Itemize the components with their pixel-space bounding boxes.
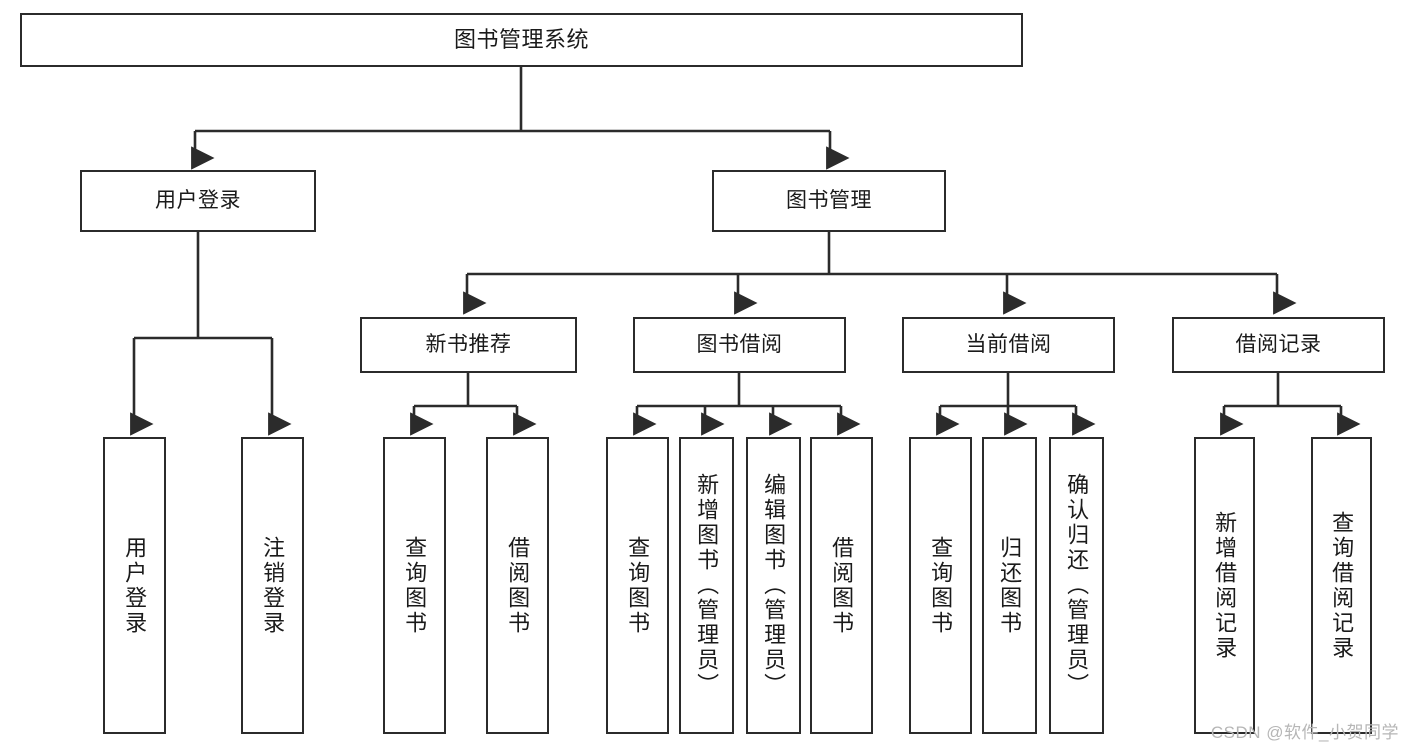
node-label: 借阅记录 [1235,333,1322,357]
node-leaf-edit-book-admin[interactable]: 编辑图书（管理员） [746,437,801,734]
node-label: 图书借阅 [696,333,783,357]
node-label: 注销登录 [260,535,286,636]
node-label: 用户登录 [122,535,148,636]
node-label: 查询图书 [402,535,428,636]
node-label: 图书管理系统 [453,26,589,52]
node-label: 借阅图书 [829,535,855,636]
node-new-book-recommendation[interactable]: 新书推荐 [360,317,577,373]
node-label: 当前借阅 [965,333,1052,357]
node-current-borrowing[interactable]: 当前借阅 [902,317,1115,373]
node-leaf-user-login[interactable]: 用户登录 [103,437,166,734]
node-label: 归还图书 [997,535,1023,636]
node-label: 查询图书 [928,535,954,636]
node-book-management-system[interactable]: 图书管理系统 [20,13,1023,67]
node-label: 查询图书 [625,535,651,636]
node-label: 查询借阅记录 [1329,510,1355,661]
node-user-login[interactable]: 用户登录 [80,170,316,232]
node-label: 图书管理 [786,189,872,213]
node-label: 确认归还（管理员） [1064,473,1090,698]
node-label: 编辑图书（管理员） [761,473,787,698]
node-label: 用户登录 [155,189,241,213]
node-leaf-query-books-current[interactable]: 查询图书 [909,437,972,734]
node-book-management[interactable]: 图书管理 [712,170,946,232]
node-leaf-query-borrow-record[interactable]: 查询借阅记录 [1311,437,1372,734]
node-leaf-query-books-new[interactable]: 查询图书 [383,437,446,734]
node-leaf-add-book-admin[interactable]: 新增图书（管理员） [679,437,734,734]
csdn-watermark: CSDN @软件_小贺同学 [1210,723,1399,742]
node-label: 新书推荐 [425,333,512,357]
node-leaf-query-books-borrow[interactable]: 查询图书 [606,437,669,734]
node-borrow-records[interactable]: 借阅记录 [1172,317,1385,373]
node-leaf-confirm-return-admin[interactable]: 确认归还（管理员） [1049,437,1104,734]
node-leaf-logout[interactable]: 注销登录 [241,437,304,734]
node-leaf-return-books[interactable]: 归还图书 [982,437,1037,734]
node-leaf-add-borrow-record[interactable]: 新增借阅记录 [1194,437,1255,734]
node-book-borrowing[interactable]: 图书借阅 [633,317,846,373]
node-leaf-borrow-books-new[interactable]: 借阅图书 [486,437,549,734]
node-label: 借阅图书 [505,535,531,636]
node-label: 新增图书（管理员） [694,473,720,698]
node-label: 新增借阅记录 [1212,510,1238,661]
node-leaf-borrow-books-borrow[interactable]: 借阅图书 [810,437,873,734]
